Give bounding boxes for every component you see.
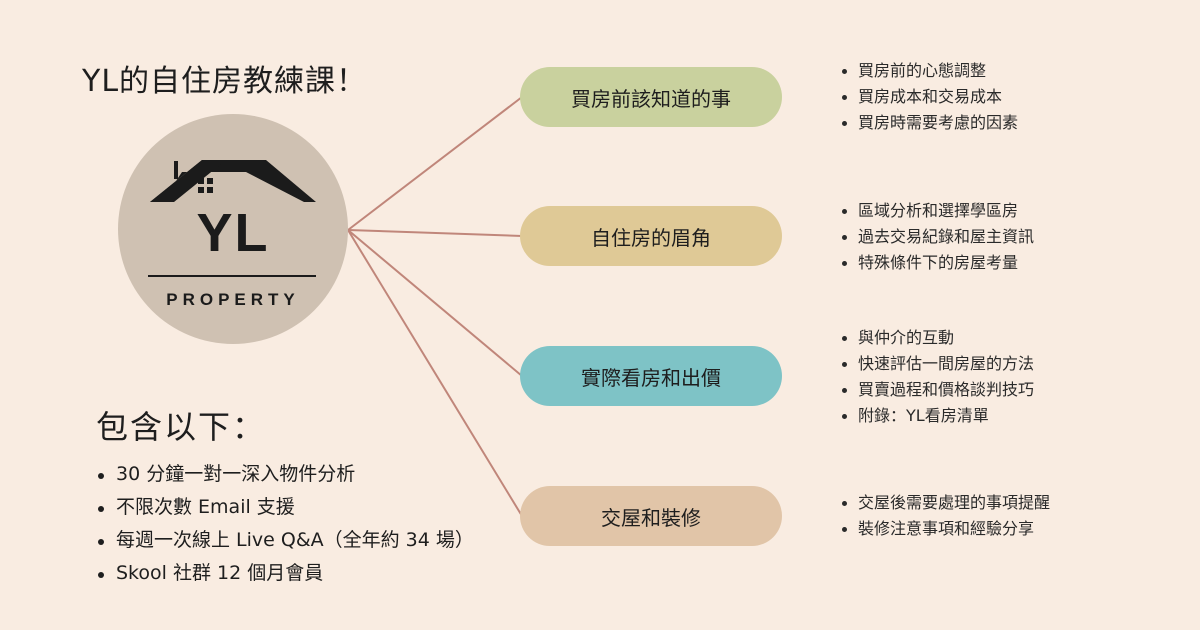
includes-list: 30 分鐘一對一深入物件分析 不限次數 Email 支援 每週一次線上 Live…	[94, 458, 474, 590]
list-item: 交屋後需要處理的事項提醒	[838, 490, 1050, 516]
connector-line	[347, 229, 523, 237]
list-item: 過去交易紀錄和屋主資訊	[838, 224, 1034, 250]
connector-line	[347, 96, 523, 231]
topic-points-buying-basics: 買房前的心態調整 買房成本和交易成本 買房時需要考慮的因素	[838, 58, 1018, 136]
page-title: YL的自住房教練課！	[82, 64, 368, 99]
logo-subtitle: PROPERTY	[166, 290, 300, 309]
list-item: 附錄：YL看房清單	[838, 403, 1034, 429]
topic-points-owner-home-tips: 區域分析和選擇學區房 過去交易紀錄和屋主資訊 特殊條件下的房屋考量	[838, 198, 1034, 276]
topic-points-handover-and-renovation: 交屋後需要處理的事項提醒 裝修注意事項和經驗分享	[838, 490, 1050, 542]
connector-line	[347, 229, 523, 517]
list-item: 裝修注意事項和經驗分享	[838, 516, 1050, 542]
list-item: Skool 社群 12 個月會員	[94, 557, 474, 590]
house-roof-icon	[148, 160, 316, 277]
list-item: 不限次數 Email 支援	[94, 491, 474, 524]
list-item: 快速評估一間房屋的方法	[838, 351, 1034, 377]
connector-line	[347, 229, 523, 377]
topic-pill-handover-and-renovation[interactable]: 交屋和裝修	[520, 486, 782, 546]
logo: YL PROPERTY	[118, 114, 348, 344]
list-item: 與仲介的互動	[838, 325, 1034, 351]
topic-pill-owner-home-tips[interactable]: 自住房的眉角	[520, 206, 782, 266]
list-item: 每週一次線上 Live Q&A（全年約 34 場）	[94, 524, 474, 557]
list-item: 區域分析和選擇學區房	[838, 198, 1034, 224]
list-item: 買房時需要考慮的因素	[838, 110, 1018, 136]
list-item: 買房成本和交易成本	[838, 84, 1018, 110]
list-item: 特殊條件下的房屋考量	[838, 250, 1034, 276]
topic-pill-viewing-and-offers[interactable]: 實際看房和出價	[520, 346, 782, 406]
topic-points-viewing-and-offers: 與仲介的互動 快速評估一間房屋的方法 買賣過程和價格談判技巧 附錄：YL看房清單	[838, 325, 1034, 429]
list-item: 30 分鐘一對一深入物件分析	[94, 458, 474, 491]
list-item: 買房前的心態調整	[838, 58, 1018, 84]
list-item: 買賣過程和價格談判技巧	[838, 377, 1034, 403]
logo-letters: YL	[196, 203, 270, 263]
includes-heading: 包含以下：	[96, 408, 267, 446]
topic-pill-buying-basics[interactable]: 買房前該知道的事	[520, 67, 782, 127]
